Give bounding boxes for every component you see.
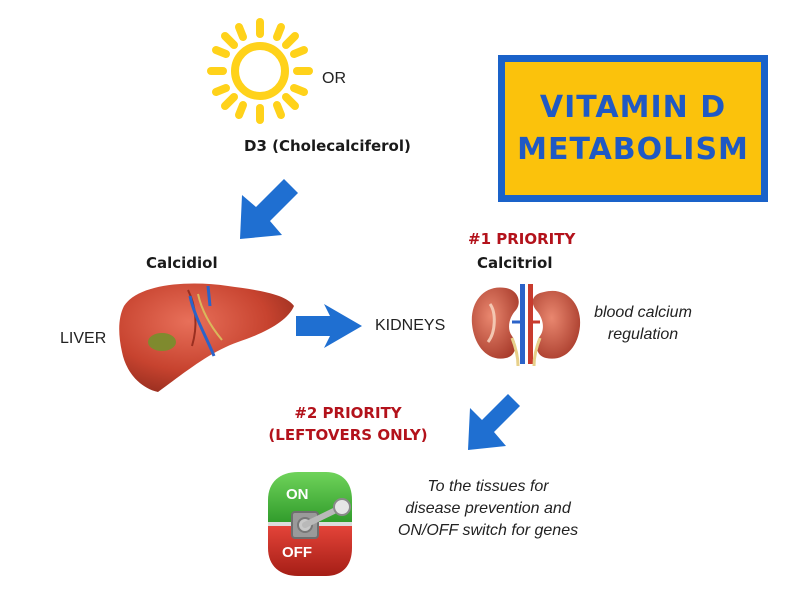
switch-icon [268,472,352,576]
arrow-down-left-icon [468,394,520,450]
priority-2-line-1: #2 PRIORITY [294,404,402,422]
arrow-down-left-icon [240,179,298,239]
kidneys-label: KIDNEYS [375,317,446,334]
switch-off-label: OFF [282,544,312,561]
or-label: OR [322,70,346,87]
title-line-1: VITAMIN D [539,89,727,125]
tissues-line-2: disease prevention and [405,500,571,517]
tissues-line-3: ON/OFF switch for genes [397,522,579,539]
liver-icon [119,283,294,392]
priority-2-label: #2 PRIORITY (LEFTOVERS ONLY) [268,402,428,446]
liver-label: LIVER [60,330,107,347]
sun-icon [207,18,313,124]
calcidiol-label: Calcidiol [146,254,218,272]
title-line-2: METABOLISM [517,131,749,167]
kidneys-icon [471,284,581,367]
title-box: VITAMIN D METABOLISM [498,55,768,202]
calcitriol-label: Calcitriol [477,254,553,272]
d3-label: D3 (Cholecalciferol) [244,137,411,155]
blood-calcium-line-1: blood calcium [594,304,692,321]
priority-2-line-2: (LEFTOVERS ONLY) [268,426,428,444]
priority-1-label: #1 PRIORITY [468,230,576,248]
blood-calcium-line-2: regulation [607,326,679,343]
tissues-line-1: To the tissues for [427,478,549,495]
arrow-right-icon [296,304,362,348]
switch-on-label: ON [286,486,309,503]
tissues-label: To the tissues for disease prevention an… [388,476,588,542]
blood-calcium-label: blood calcium regulation [588,302,698,346]
